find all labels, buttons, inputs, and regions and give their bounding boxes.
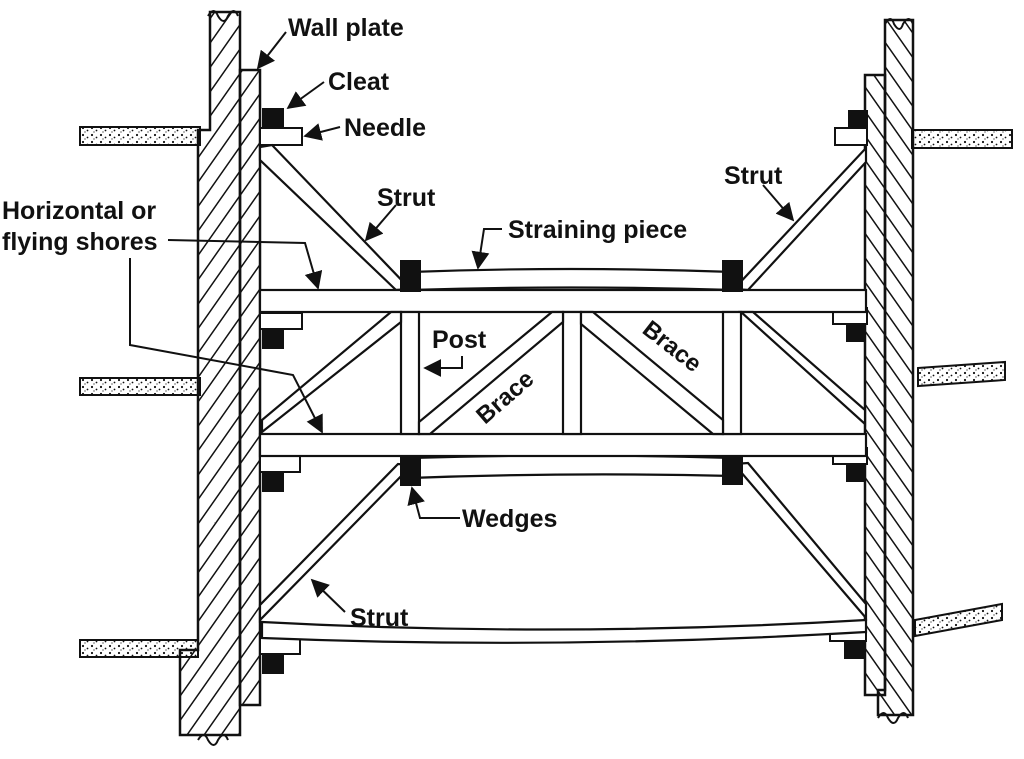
label-wall-plate: Wall plate (288, 14, 404, 42)
right-cleat-1 (848, 110, 868, 128)
left-floor-slab-top (79, 126, 201, 146)
right-cleat-2 (846, 324, 866, 342)
right-floor-slab-top (911, 129, 1013, 149)
wedges (400, 260, 743, 486)
label-wedges: Wedges (462, 505, 557, 533)
left-needle-3 (259, 455, 301, 473)
strut-bottom-right (731, 461, 868, 621)
left-wall-break-bottom (197, 734, 229, 746)
label-strut-top-right: Strut (724, 162, 783, 190)
right-wall-break-bottom (877, 712, 909, 724)
horizontal-shore-bottom (258, 432, 868, 458)
brace-center-left (417, 310, 565, 436)
wedge-bottom-right (722, 455, 743, 485)
label-strut-bottom: Strut (350, 604, 409, 632)
straining-piece-top (408, 267, 736, 292)
post-3 (721, 310, 743, 436)
label-strut-top-left: Strut (377, 184, 436, 212)
post-2 (561, 310, 583, 436)
braces (260, 310, 867, 436)
needle-leader (303, 123, 341, 141)
bottom-bearer (260, 618, 868, 644)
left-wall-break-top (207, 10, 239, 22)
label-horizontal-line1: Horizontal or (2, 197, 156, 225)
label-horizontal-line2: flying shores (2, 228, 158, 256)
brace-outer-right (738, 310, 867, 427)
strut-top-right-leader (762, 184, 795, 222)
label-cleat: Cleat (328, 68, 390, 96)
left-cleat-2 (262, 329, 284, 349)
post-1 (399, 310, 421, 436)
left-floor-slab-middle (79, 377, 201, 396)
left-wall (79, 10, 262, 746)
strut-top-left (258, 143, 413, 292)
left-needle-4 (259, 637, 301, 655)
right-cleat-3 (846, 464, 866, 482)
left-cleat-4 (262, 654, 284, 674)
left-cleat-1 (262, 108, 284, 128)
wedges-leader (407, 486, 460, 519)
leader-lines (129, 31, 795, 613)
wall-plate-leader (256, 31, 287, 70)
label-needle: Needle (344, 114, 426, 142)
wedge-top-left (400, 260, 421, 292)
strut-top-left-leader (364, 204, 397, 242)
wedge-top-right (722, 260, 743, 292)
strut-bottom-leader (310, 578, 346, 613)
brace-center-right (579, 310, 725, 436)
left-needle-1 (259, 127, 303, 146)
straining-piece-leader (471, 228, 502, 270)
left-needle-2 (259, 312, 303, 330)
horizontal-shore-top (258, 288, 868, 314)
straining-pieces (260, 267, 868, 644)
cleat-leader (286, 81, 325, 110)
left-masonry-wall (178, 10, 242, 737)
right-wall (863, 18, 1013, 724)
left-wall-plate (238, 68, 262, 707)
right-cleat-4 (844, 641, 864, 659)
brace-outer-left (260, 310, 403, 435)
right-wall-plate (863, 73, 887, 697)
post-leader (423, 356, 463, 377)
label-straining-piece: Straining piece (508, 216, 687, 244)
horizontal-shore-top-leader (167, 239, 323, 290)
label-post: Post (432, 326, 487, 354)
right-needle-1 (834, 127, 868, 146)
right-floor-slab-bottom (914, 602, 1003, 638)
left-cleat-3 (262, 472, 284, 492)
right-floor-slab-middle (917, 360, 1006, 388)
wedge-bottom-left (400, 455, 421, 486)
right-wall-break-top (884, 18, 914, 30)
posts (399, 310, 743, 436)
strut-bottom-left (258, 462, 415, 623)
struts (258, 143, 868, 623)
straining-piece-bottom (408, 454, 736, 480)
horizontal-shore-bottom-leader (129, 258, 323, 434)
